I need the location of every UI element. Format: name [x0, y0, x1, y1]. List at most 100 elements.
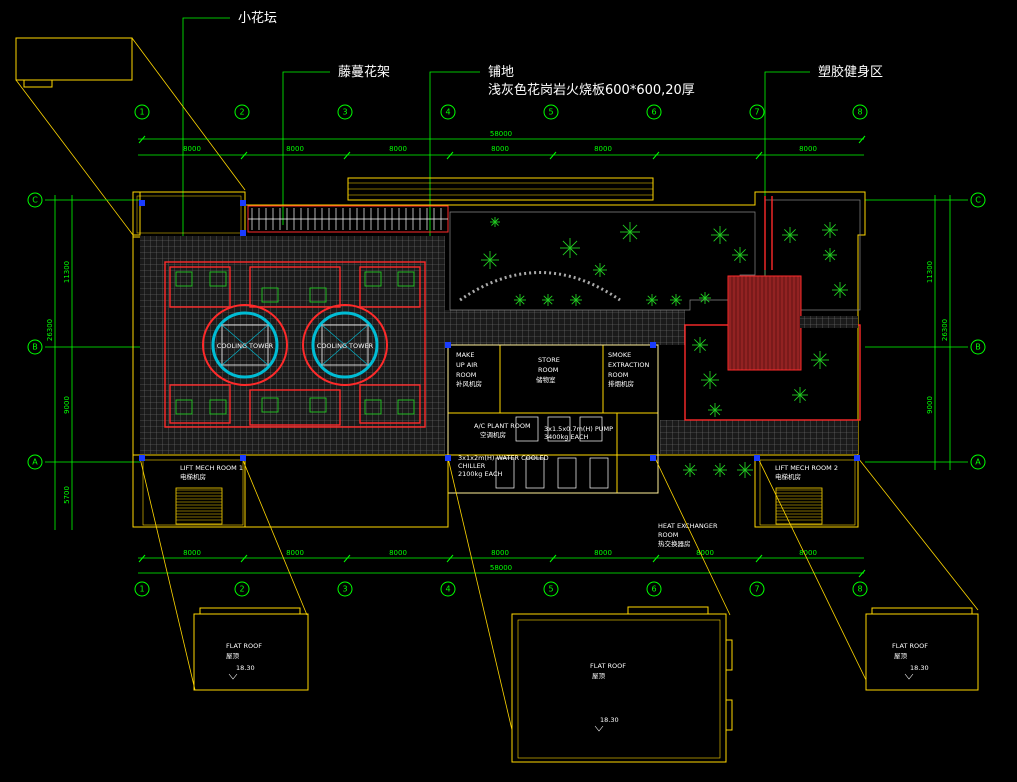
- svg-text:电梯机房: 电梯机房: [180, 472, 206, 481]
- axis-col-6-top: 6: [651, 108, 656, 117]
- dim-bottom-bay-3: 8000: [389, 549, 407, 557]
- room-heat-exchanger-label: HEAT EXCHANGER ROOM 热交换器房: [658, 522, 718, 548]
- paving-east-strip: [660, 420, 858, 454]
- svg-text:ROOM: ROOM: [608, 371, 628, 379]
- dim-left-part-1: 11300: [63, 261, 71, 283]
- garden-west: COOLING TOWER COOLING TOWER: [164, 261, 426, 428]
- axis-col-2-bottom: 2: [239, 585, 244, 594]
- axis-col-4-top: 4: [445, 108, 450, 117]
- dim-bottom-bay-7: 8000: [799, 549, 817, 557]
- axis-row-a-left: A: [32, 458, 38, 467]
- axis-col-2-top: 2: [239, 108, 244, 117]
- flat-roof-center: FLAT ROOF 屋顶 18.30: [511, 606, 733, 763]
- svg-text:ROOM: ROOM: [456, 371, 476, 379]
- dim-bottom-total: 58000: [490, 564, 512, 572]
- callout-paving-spec: 浅灰色花岗岩火烧板600*600,20厚: [488, 82, 695, 98]
- axis-col-1-top: 1: [139, 108, 144, 117]
- flat-roof-left: FLAT ROOF 屋顶 18.30: [193, 607, 309, 691]
- room-make-up-air-label: MAKE UP AIR ROOM 补风机房: [456, 351, 482, 388]
- dim-left-part-2: 9000: [63, 396, 71, 414]
- dim-bottom-bay-5: 8000: [594, 549, 612, 557]
- pergola: [247, 205, 449, 233]
- paving-west: [140, 236, 445, 454]
- dimension-top: 58000 8000 8000 8000 8000 8000 8000: [138, 130, 866, 160]
- axis-bubbles-bottom: 1 2 3 4 5 6 7 8: [134, 581, 868, 597]
- svg-text:A/C PLANT ROOM: A/C PLANT ROOM: [474, 422, 531, 430]
- dim-top-bay-2: 8000: [286, 145, 304, 153]
- svg-text:屋顶: 屋顶: [226, 652, 240, 660]
- axis-row-c-left: C: [32, 196, 38, 205]
- svg-text:18.30: 18.30: [236, 664, 255, 672]
- svg-text:3x1x2m(H) WATER COOLED: 3x1x2m(H) WATER COOLED: [458, 454, 549, 462]
- svg-text:EXTRACTION: EXTRACTION: [608, 361, 650, 369]
- dim-right-total: 26300: [941, 319, 949, 341]
- dim-top-bay-3: 8000: [389, 145, 407, 153]
- svg-text:FLAT ROOF: FLAT ROOF: [226, 642, 262, 650]
- svg-text:18.30: 18.30: [600, 716, 619, 724]
- room-smoke-label: SMOKE EXTRACTION ROOM 排烟机房: [608, 351, 650, 388]
- svg-text:屋顶: 屋顶: [894, 652, 908, 660]
- dim-top-bay-6: 8000: [799, 145, 817, 153]
- svg-text:2100kg EACH: 2100kg EACH: [458, 470, 502, 478]
- garden-east: [683, 196, 861, 478]
- svg-text:储物室: 储物室: [536, 375, 556, 384]
- dim-bottom-bay-1: 8000: [183, 549, 201, 557]
- axis-col-6-bottom: 6: [651, 585, 656, 594]
- dim-bottom-bay-4: 8000: [491, 549, 509, 557]
- room-store-label: STORE ROOM 储物室: [536, 356, 560, 384]
- svg-text:ROOM: ROOM: [658, 531, 678, 539]
- svg-text:SMOKE: SMOKE: [608, 351, 631, 359]
- axis-col-3-top: 3: [342, 108, 347, 117]
- dim-top-bay-1: 8000: [183, 145, 201, 153]
- roof-leaders: [139, 457, 979, 731]
- paving-center-strip: [445, 310, 685, 345]
- axis-col-4-bottom: 4: [445, 585, 450, 594]
- svg-text:3x1.5x0.7m(H) PUMP: 3x1.5x0.7m(H) PUMP: [544, 425, 613, 433]
- dim-left-total: 26300: [46, 319, 54, 341]
- svg-text:MAKE: MAKE: [456, 351, 474, 359]
- callout-gym: 塑胶健身区: [818, 64, 883, 80]
- axis-col-5-top: 5: [548, 108, 553, 117]
- dim-top-bay-5: 8000: [594, 145, 612, 153]
- svg-text:LIFT MECH ROOM 2: LIFT MECH ROOM 2: [775, 464, 838, 472]
- room-ac-plant-label: A/C PLANT ROOM 空调机房 3x1.5x0.7m(H) PUMP 3…: [458, 422, 613, 478]
- lift-mech-room-2: LIFT MECH ROOM 2 电梯机房: [754, 454, 859, 528]
- svg-text:UP AIR: UP AIR: [456, 361, 478, 369]
- garden-north: [449, 211, 756, 311]
- axis-col-7-bottom: 7: [754, 585, 759, 594]
- dimension-bottom: 8000 8000 8000 8000 8000 8000 8000 58000: [138, 549, 866, 578]
- axis-row-b-right: B: [975, 343, 981, 352]
- lift-mech-room-1: LIFT MECH ROOM 1 电梯机房: [132, 454, 449, 528]
- column-markers: [139, 200, 860, 461]
- axis-col-1-bottom: 1: [139, 585, 144, 594]
- svg-text:排烟机房: 排烟机房: [608, 379, 634, 388]
- svg-text:补风机房: 补风机房: [456, 379, 482, 388]
- axis-col-5-bottom: 5: [548, 585, 553, 594]
- axis-col-8-bottom: 8: [857, 585, 862, 594]
- svg-text:屋顶: 屋顶: [592, 672, 606, 680]
- svg-text:STORE: STORE: [538, 356, 560, 364]
- axis-row-a-right: A: [975, 458, 981, 467]
- svg-text:热交换器房: 热交换器房: [658, 539, 691, 548]
- axis-row-c-right: C: [975, 196, 981, 205]
- plant-rooms: [447, 344, 659, 494]
- dim-top-total: 58000: [490, 130, 512, 138]
- svg-text:18.30: 18.30: [910, 664, 929, 672]
- svg-text:LIFT MECH ROOM 1: LIFT MECH ROOM 1: [180, 464, 243, 472]
- svg-text:空调机房: 空调机房: [480, 430, 506, 439]
- svg-text:3400kg EACH: 3400kg EACH: [544, 433, 588, 441]
- callout-pergola: 藤蔓花架: [338, 64, 390, 80]
- svg-text:ROOM: ROOM: [538, 366, 558, 374]
- axis-col-7-top: 7: [754, 108, 759, 117]
- svg-text:FLAT ROOF: FLAT ROOF: [590, 662, 626, 670]
- cooling-tower-2-label: COOLING TOWER: [317, 342, 374, 350]
- axis-bubbles-right: C B A 11300 9000 26300: [865, 192, 986, 470]
- dim-bottom-bay-2: 8000: [286, 549, 304, 557]
- axis-bubbles-top: 1 2 3 4 5 6 7 8: [134, 104, 868, 120]
- svg-text:HEAT EXCHANGER: HEAT EXCHANGER: [658, 522, 718, 530]
- svg-text:电梯机房: 电梯机房: [775, 472, 801, 481]
- dim-right-part-2: 9000: [926, 396, 934, 414]
- callout-paving: 铺地: [488, 65, 514, 80]
- axis-bubbles-left: C B A 26300 11300 9000 5700: [27, 192, 140, 530]
- axis-col-8-top: 8: [857, 108, 862, 117]
